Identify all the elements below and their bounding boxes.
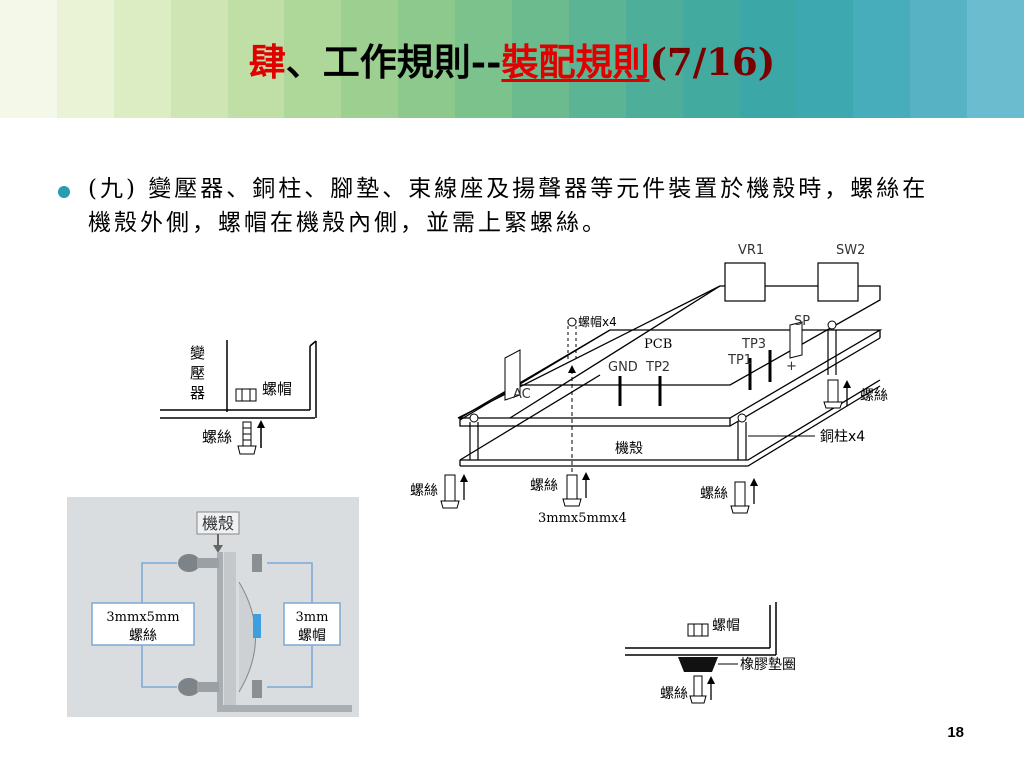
transformer-label-3: 器 xyxy=(190,384,205,402)
header-banner xyxy=(0,0,1024,118)
page-number: 18 xyxy=(947,724,964,741)
screw-left-label: 螺絲 xyxy=(410,483,438,499)
banner-stripe xyxy=(455,0,513,118)
rubber-pad-label: 橡膠墊圈 xyxy=(740,657,796,673)
banner-stripe xyxy=(967,0,1024,118)
tp3-label: TP3 xyxy=(741,337,766,352)
banner-stripe xyxy=(796,0,854,118)
banner-stripe xyxy=(512,0,569,118)
title-link[interactable]: 裝配規則 xyxy=(501,40,650,84)
screw-right-label: 螺絲 xyxy=(860,388,888,404)
nut-label: 螺帽 xyxy=(298,628,326,644)
title-mid: 、工作規則-- xyxy=(285,40,502,84)
body-text: (九) 變壓器、銅柱、腳墊、束線座及揚聲器等元件裝置於機殼時，螺絲在機殼外側，螺… xyxy=(88,176,929,236)
pcb-label: PCB xyxy=(644,337,672,352)
rubber-washer-figure: 螺帽 橡膠墊圈 螺絲 xyxy=(625,602,796,704)
transformer-label-2: 壓 xyxy=(190,364,205,382)
banner-stripe xyxy=(625,0,683,118)
banner-stripe xyxy=(341,0,399,118)
banner-stripe xyxy=(739,0,797,118)
title-page: (7/16) xyxy=(649,40,776,84)
chassis-label: 機殼 xyxy=(615,441,643,457)
nut-x4-label: 螺帽x4 xyxy=(578,314,617,329)
ac-label: AC xyxy=(513,387,531,402)
screw-label: 螺絲 xyxy=(129,628,157,644)
gnd-label: GND xyxy=(608,360,638,375)
page-title: 肆、工作規則--裝配規則(7/16) xyxy=(0,32,1024,86)
banner-stripe xyxy=(398,0,456,118)
tp2-label: TP2 xyxy=(645,360,670,375)
vr1-label: VR1 xyxy=(738,243,764,258)
nut-label: 螺帽 xyxy=(712,618,740,634)
transformer-label-1: 變 xyxy=(190,344,205,362)
banner-stripe xyxy=(56,0,114,118)
screw-front-label: 螺絲 xyxy=(700,486,728,502)
chassis-photo-figure: 機殼 3mmx5mm 螺絲 3mm 螺帽 xyxy=(67,497,359,717)
banner-stripe xyxy=(853,0,911,118)
nut-size-label: 3mm xyxy=(296,610,329,625)
screw-label: 螺絲 xyxy=(660,686,688,702)
screw-mid-label: 螺絲 xyxy=(530,478,558,494)
banner-stripe xyxy=(113,0,171,118)
banner-stripe xyxy=(0,0,57,118)
standoff-label: 銅柱x4 xyxy=(820,429,865,445)
banner-stripe xyxy=(910,0,968,118)
banner-stripe xyxy=(568,0,626,118)
screw-spec-label: 3mmx5mmx4 xyxy=(538,511,627,526)
sp-label: SP xyxy=(794,314,810,329)
chassis-label: 機殼 xyxy=(202,514,234,533)
screw-label: 螺絲 xyxy=(202,428,232,446)
banner-stripe xyxy=(227,0,285,118)
nut-label: 螺帽 xyxy=(262,380,292,398)
banner-stripe xyxy=(170,0,228,118)
transformer-figure: 變 壓 器 螺帽 螺絲 xyxy=(160,340,317,455)
banner-stripe xyxy=(682,0,740,118)
banner-stripe xyxy=(284,0,342,118)
tp1-label: TP1 xyxy=(727,353,752,368)
title-prefix: 肆 xyxy=(248,40,286,84)
sw2-label: SW2 xyxy=(836,243,865,258)
plus-label: + xyxy=(786,359,797,374)
screw-size-label: 3mmx5mm xyxy=(106,610,179,625)
pcb-figure: VR1 SW2 SP + 螺帽x4 PCB TP3 TP1 GND TP2 AC… xyxy=(410,243,888,526)
bullet-dot xyxy=(58,186,70,198)
